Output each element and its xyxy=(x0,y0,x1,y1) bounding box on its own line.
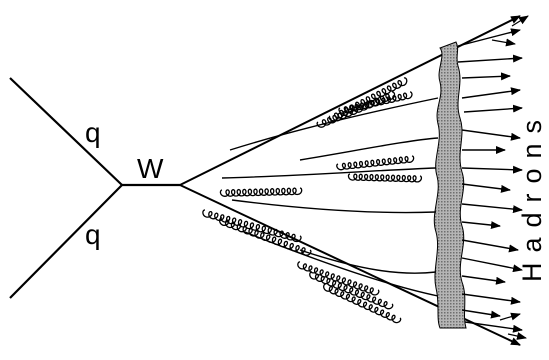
quark-label-bottom: q xyxy=(85,219,101,250)
hadron-arrow xyxy=(458,58,522,62)
gluon-line xyxy=(339,92,412,113)
hadrons-label: Hadrons xyxy=(517,110,547,282)
hadronization-region xyxy=(434,42,466,328)
hadron-arrow xyxy=(465,322,522,330)
color-string xyxy=(222,168,436,178)
hadron-arrow xyxy=(462,130,520,138)
hadron-arrow xyxy=(462,90,520,98)
hadron-arrow xyxy=(462,168,522,170)
color-string xyxy=(232,200,436,213)
hadron-arrow xyxy=(512,16,528,26)
hadron-arrow xyxy=(500,314,520,320)
hadron-arrow xyxy=(462,294,520,302)
hadron-arrow xyxy=(462,222,500,226)
hadron-arrow xyxy=(462,310,500,316)
gluon-line xyxy=(310,272,393,309)
gluon-line xyxy=(324,284,401,323)
hadron-arrow xyxy=(492,40,515,44)
hadron-arrow xyxy=(462,276,505,282)
quark-label-top: q xyxy=(85,117,101,148)
hadron-arrow xyxy=(464,108,522,112)
color-string-group xyxy=(222,98,438,296)
hadron-arrow xyxy=(508,334,526,338)
quark-line-top xyxy=(10,78,122,185)
color-string xyxy=(300,138,438,160)
w-boson-label: W xyxy=(137,153,164,184)
hadron-arrow xyxy=(462,184,510,190)
hadron-arrow xyxy=(462,76,510,78)
hadron-arrow xyxy=(462,258,522,270)
color-string xyxy=(300,250,436,273)
gluon-line xyxy=(203,210,301,242)
cone-upper-edge xyxy=(180,16,520,185)
gluon-line xyxy=(220,188,301,196)
hadron-arrow xyxy=(462,240,518,250)
hadron-arrow xyxy=(462,204,522,210)
quark-line-bottom xyxy=(10,185,122,298)
gluon-line xyxy=(349,174,422,182)
gluon-line xyxy=(337,156,414,170)
